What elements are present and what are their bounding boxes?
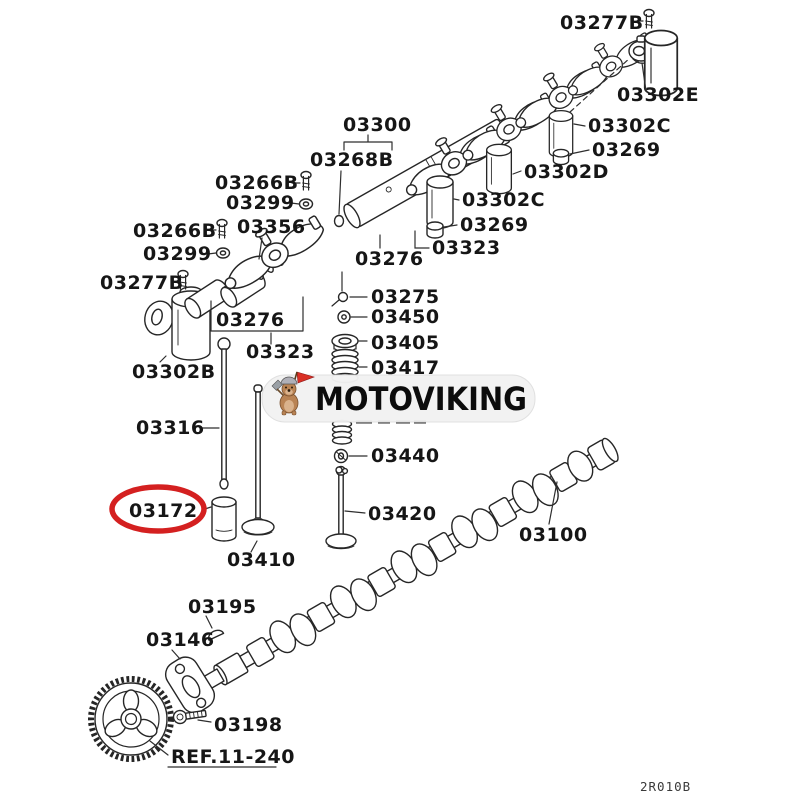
leader-line: [149, 740, 169, 756]
part-label-03266b-lower: 03266B: [133, 220, 217, 242]
part-label-03100: 03100: [519, 524, 588, 546]
leader-line: [159, 355, 167, 363]
highlight-ellipse: [109, 484, 207, 534]
watermark-pill: [261, 374, 536, 423]
leader-line: [205, 615, 213, 629]
part-label-03198: 03198: [214, 714, 283, 736]
cam-bolt-03198: [172, 709, 207, 725]
drawing-code: 2R010B: [640, 779, 691, 794]
mount-cylinder-03302c: [426, 175, 454, 229]
part-label-03356: 03356: [237, 216, 306, 238]
bolt-03277b: [643, 8, 655, 29]
part-label-03323-right: 03323: [432, 237, 501, 259]
part-label-03277b-top: 03277B: [560, 12, 644, 34]
leader-line: [573, 123, 586, 127]
watermark: MOTOVIKING: [261, 371, 536, 423]
bracket-03300: [343, 134, 393, 151]
part-label-03299-lower: 03299: [143, 243, 212, 265]
valve-spring-lower: [331, 419, 353, 445]
nut-03299: [215, 247, 231, 259]
part-label-03417: 03417: [371, 357, 440, 379]
leader-lines: [149, 20, 647, 768]
leader-line: [344, 510, 366, 514]
bracket-03276: [210, 296, 304, 332]
bracket-03323: [414, 230, 430, 249]
part-label-03277b-left: 03277B: [100, 272, 184, 294]
spring-retainer-03440: [333, 448, 349, 464]
part-label-03276-left: 03276: [216, 309, 285, 331]
woodruff-key-03195: [207, 629, 225, 641]
part-label-03266b-upper: 03266B: [215, 172, 299, 194]
valve-collet: [335, 466, 349, 475]
spring-seat-03405: [331, 333, 359, 352]
valve-03420: [325, 465, 357, 550]
thrust-plate-03146: [164, 656, 216, 714]
part-label-03440: 03440: [371, 445, 440, 467]
valve-03410: [241, 384, 275, 536]
leader-line: [548, 481, 558, 525]
part-label-03302c-upper: 03302C: [588, 115, 671, 137]
part-label-03275: 03275: [371, 286, 440, 308]
motoviking-logo: [271, 371, 315, 416]
part-label-ref-11-240: REF.11-240: [171, 746, 295, 768]
nut-03450: [337, 310, 351, 324]
part-label-03276-right: 03276: [355, 248, 424, 270]
part-label-03269-upper: 03269: [592, 139, 661, 161]
part-label-03450: 03450: [371, 306, 440, 328]
part-label-03302e: 03302E: [617, 84, 699, 106]
part-label-03420: 03420: [368, 503, 437, 525]
leader-line: [171, 649, 181, 660]
leader-line: [197, 719, 212, 723]
leader-line: [512, 170, 522, 175]
part-label-03269-mid: 03269: [460, 214, 529, 236]
leader-line: [453, 198, 460, 201]
leader-line: [443, 224, 458, 228]
leader-line: [290, 202, 300, 205]
shaft-plug-03268b: [333, 214, 345, 228]
part-label-03302d: 03302D: [524, 161, 609, 183]
bolt-03266b: [216, 218, 228, 239]
part-label-03268b: 03268B: [310, 149, 394, 171]
leader-line: [641, 62, 647, 92]
leader-line-dashed: [569, 57, 631, 113]
part-label-03410: 03410: [227, 549, 296, 571]
part-label-03195: 03195: [188, 596, 257, 618]
part-label-03172: 03172: [129, 500, 198, 522]
leader-line: [338, 170, 342, 215]
cam-gear-ref-11-240: [88, 676, 174, 762]
leader-line: [250, 540, 258, 553]
part-label-03323-left: 03323: [246, 341, 315, 363]
watermark-text: MOTOVIKING: [315, 380, 527, 418]
push-rod-03316: [217, 337, 231, 490]
part-label-03405: 03405: [371, 332, 440, 354]
bolt-03266b: [300, 170, 312, 191]
leader-line: [569, 149, 590, 155]
part-label-03302c-mid: 03302C: [462, 189, 545, 211]
pivot-03275: [331, 291, 349, 307]
nut-03299: [298, 198, 314, 210]
part-label-03300: 03300: [343, 114, 412, 136]
part-label-03302b: 03302B: [132, 361, 216, 383]
mount-cylinder-03302d: [485, 143, 513, 195]
part-label-03316: 03316: [136, 417, 205, 439]
leader-line: [258, 237, 263, 260]
valve-lifter-03172: [211, 496, 237, 542]
part-label-03299-upper: 03299: [226, 192, 295, 214]
leader-line: [207, 252, 217, 255]
bushing-03269: [426, 221, 444, 239]
part-labels: 03277B 03302E 03302C 03269 03302D 03300 …: [100, 12, 699, 768]
part-label-03146: 03146: [146, 629, 215, 651]
